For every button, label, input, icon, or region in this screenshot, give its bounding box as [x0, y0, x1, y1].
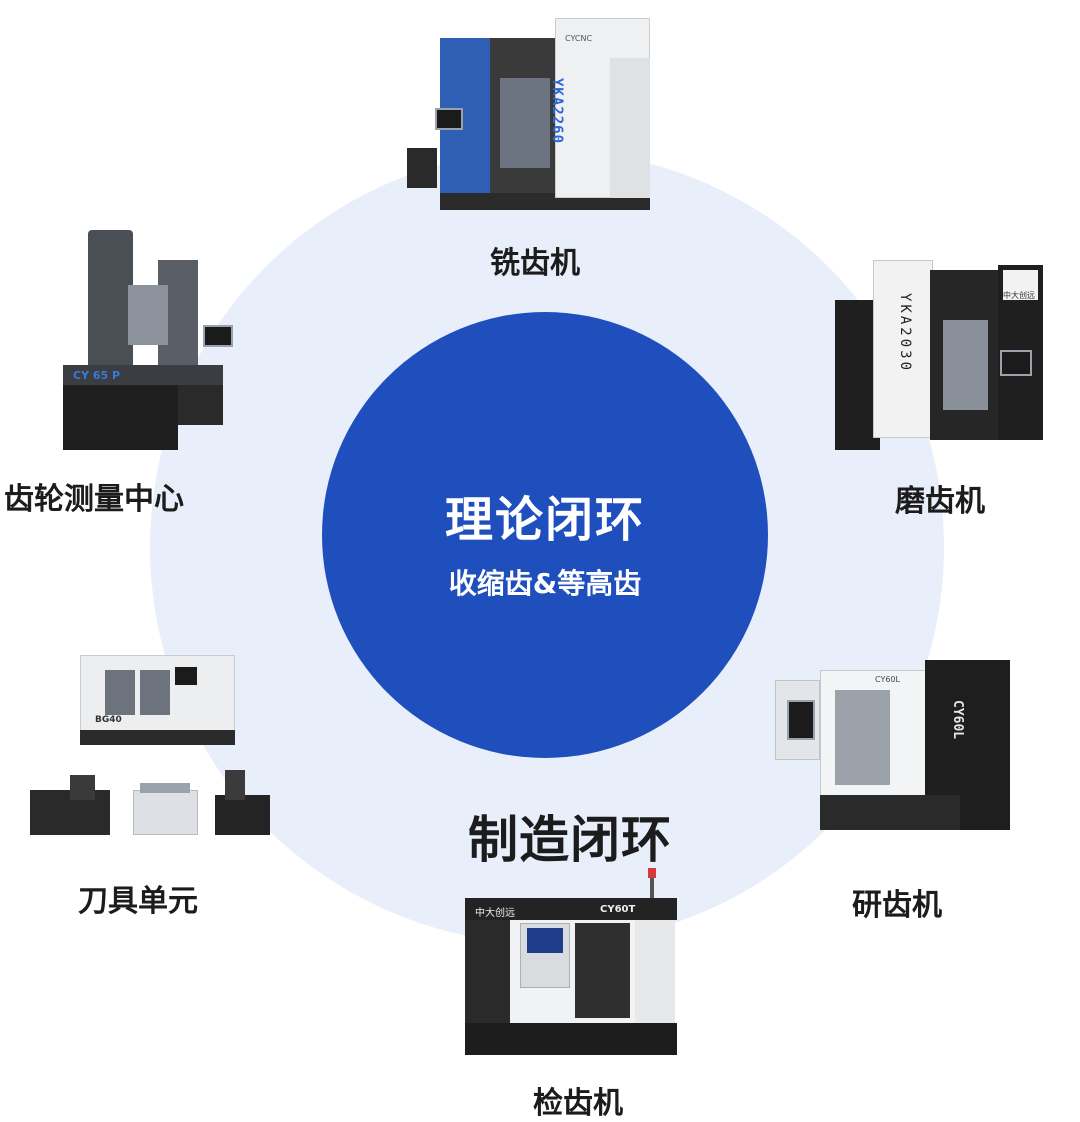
- milling-machine-image: YKA2260 CYCNC: [405, 18, 655, 218]
- grinding-machine-image: YKA2030 中大创远: [835, 245, 1045, 450]
- testing-label: 检齿机: [533, 1086, 623, 1121]
- measuring-center-image: CY 65 P: [58, 225, 253, 455]
- milling-brand-text: CYCNC: [565, 34, 593, 43]
- lapping-model-text: CY60L: [950, 700, 965, 740]
- tooling-label: 刀具单元: [78, 884, 198, 919]
- center-subtitle: 收缩齿&等高齿: [448, 567, 642, 600]
- ring-title: 制造闭环: [468, 811, 672, 869]
- grinding-model-text: YKA2030: [897, 293, 913, 374]
- lapping-label: 研齿机: [852, 888, 942, 923]
- lapping-machine-image: CY60L CY60L: [775, 655, 1015, 835]
- testing-model-text: CY60T: [600, 904, 636, 915]
- milling-model-text: YKA2260: [549, 78, 565, 145]
- center-title: 理论闭环: [444, 492, 645, 548]
- grinding-label: 磨齿机: [895, 484, 985, 519]
- theory-loop-circle: [322, 312, 768, 758]
- tooling-unit-image: BG40: [25, 645, 280, 845]
- measuring-label: 齿轮测量中心: [4, 482, 184, 517]
- measuring-model-text: CY 65 P: [73, 369, 121, 382]
- lapping-brand-text: CY60L: [875, 675, 900, 684]
- tooling-model-text: BG40: [95, 715, 122, 725]
- grinding-brand-text: 中大创远: [1003, 291, 1035, 300]
- testing-brand-text: 中大创远: [475, 908, 515, 919]
- milling-label: 铣齿机: [490, 246, 580, 281]
- testing-machine-image: CY60T 中大创远: [465, 868, 677, 1058]
